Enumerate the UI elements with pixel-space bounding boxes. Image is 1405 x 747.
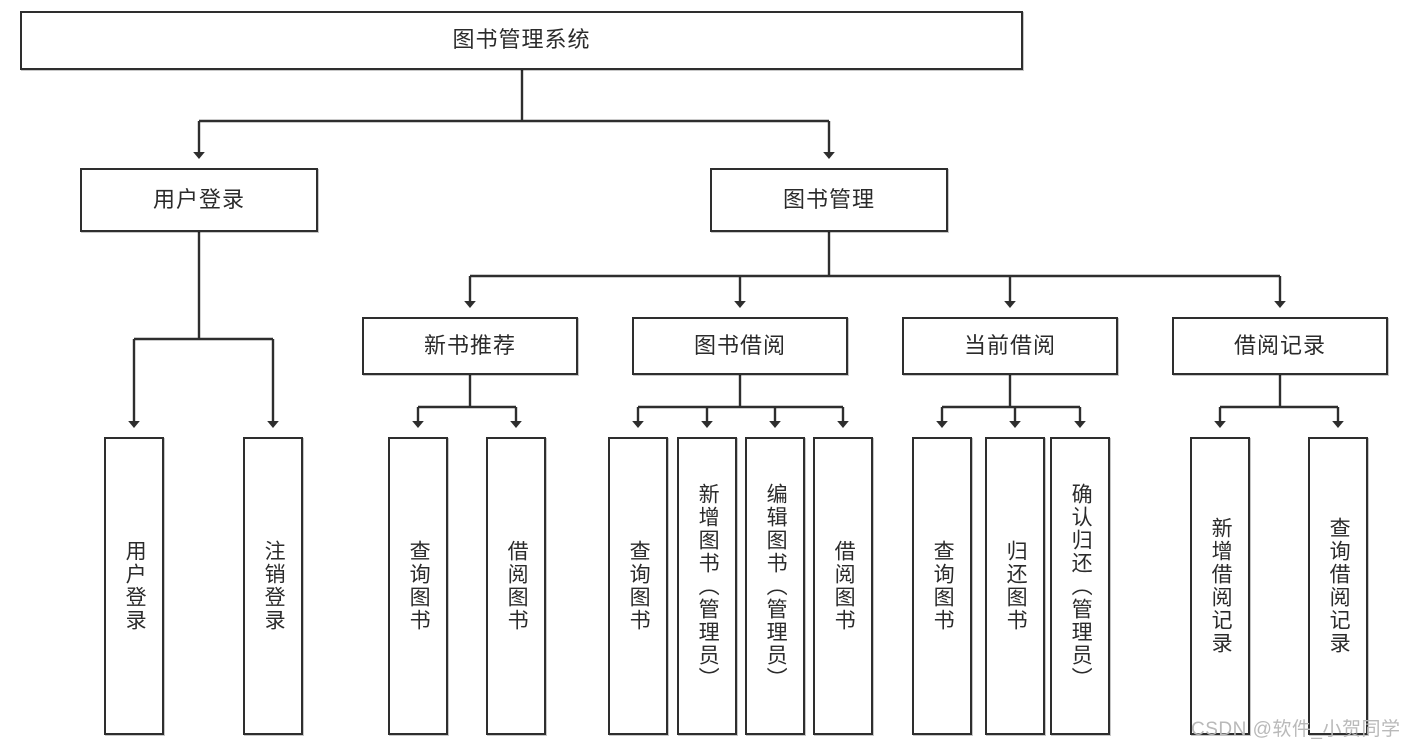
node-label: 图书管理 bbox=[782, 186, 875, 212]
node-label: 新书推荐 bbox=[423, 332, 516, 358]
node-label: 确认归还（管理员） bbox=[1069, 482, 1093, 690]
node-book_borrow[interactable]: 图书借阅 bbox=[632, 317, 848, 375]
node-leaf_conf_ret[interactable]: 确认归还（管理员） bbox=[1050, 437, 1110, 735]
node-label: 新增图书（管理员） bbox=[696, 482, 720, 690]
node-label: 当前借阅 bbox=[963, 332, 1056, 358]
node-label: 新增借阅记录 bbox=[1209, 517, 1233, 655]
node-label: 用户登录 bbox=[123, 540, 147, 632]
node-label: 图书借阅 bbox=[693, 332, 786, 358]
node-new_book_rec[interactable]: 新书推荐 bbox=[362, 317, 578, 375]
node-leaf_add_book[interactable]: 新增图书（管理员） bbox=[677, 437, 737, 735]
node-label: 借阅记录 bbox=[1233, 332, 1326, 358]
node-leaf_query_rec[interactable]: 查询借阅记录 bbox=[1308, 437, 1368, 735]
node-label: 借阅图书 bbox=[505, 540, 529, 632]
node-borrow_record[interactable]: 借阅记录 bbox=[1172, 317, 1388, 375]
node-leaf_query_b2[interactable]: 查询图书 bbox=[608, 437, 668, 735]
node-leaf_borrow_b2[interactable]: 借阅图书 bbox=[813, 437, 873, 735]
node-leaf_borrow_b1[interactable]: 借阅图书 bbox=[486, 437, 546, 735]
node-label: 图书管理系统 bbox=[452, 27, 591, 53]
node-leaf_query_b1[interactable]: 查询图书 bbox=[388, 437, 448, 735]
node-label: 注销登录 bbox=[262, 540, 286, 632]
node-leaf_return[interactable]: 归还图书 bbox=[985, 437, 1045, 735]
node-leaf_logout[interactable]: 注销登录 bbox=[243, 437, 303, 735]
node-leaf_edit_book[interactable]: 编辑图书（管理员） bbox=[745, 437, 805, 735]
node-label: 查询图书 bbox=[931, 540, 955, 632]
node-leaf_add_rec[interactable]: 新增借阅记录 bbox=[1190, 437, 1250, 735]
node-label: 查询图书 bbox=[407, 540, 431, 632]
node-label: 归还图书 bbox=[1004, 540, 1028, 632]
node-label: 查询图书 bbox=[627, 540, 651, 632]
node-leaf_query_b3[interactable]: 查询图书 bbox=[912, 437, 972, 735]
node-user_login[interactable]: 用户登录 bbox=[80, 168, 318, 232]
node-label: 查询借阅记录 bbox=[1327, 517, 1351, 655]
node-leaf_login[interactable]: 用户登录 bbox=[104, 437, 164, 735]
node-label: 编辑图书（管理员） bbox=[764, 482, 788, 690]
node-current_borrow[interactable]: 当前借阅 bbox=[902, 317, 1118, 375]
node-label: 用户登录 bbox=[152, 186, 245, 212]
node-label: 借阅图书 bbox=[832, 540, 856, 632]
node-book_manage[interactable]: 图书管理 bbox=[710, 168, 948, 232]
node-root[interactable]: 图书管理系统 bbox=[20, 11, 1023, 70]
